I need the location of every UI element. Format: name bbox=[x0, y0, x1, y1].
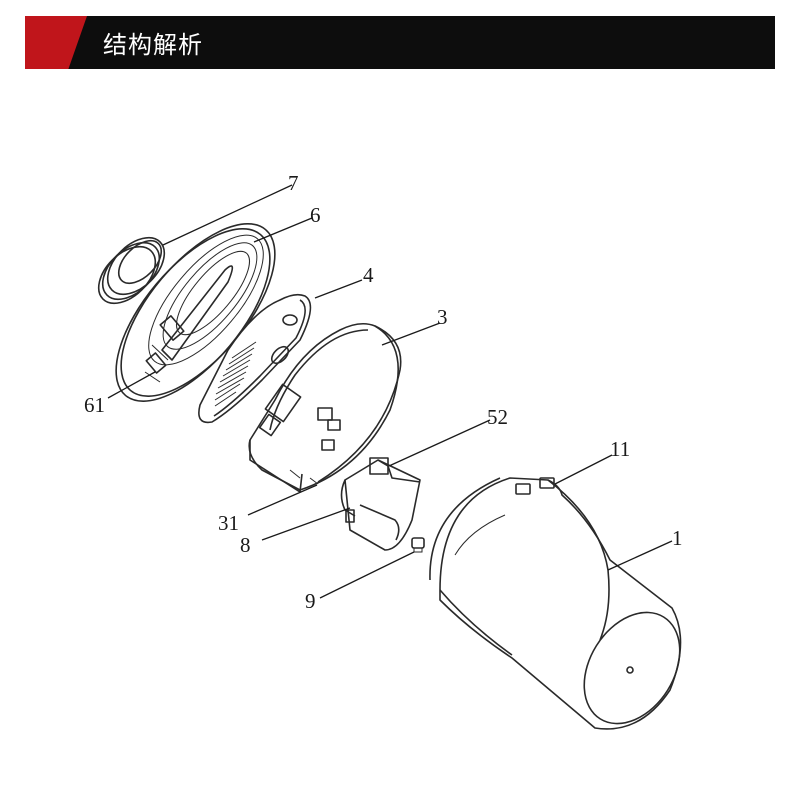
callout-4: 4 bbox=[363, 263, 374, 287]
part-4-mesh-plate bbox=[198, 293, 312, 424]
callout-3: 3 bbox=[437, 305, 448, 329]
callout-labels: 7 6 4 3 52 11 1 61 31 8 9 bbox=[84, 171, 683, 613]
part-52-connector bbox=[340, 457, 421, 551]
callout-7: 7 bbox=[288, 171, 299, 195]
leader-lines bbox=[107, 184, 673, 599]
part-9-screw bbox=[411, 537, 425, 553]
callout-1: 1 bbox=[672, 526, 683, 550]
callout-9: 9 bbox=[305, 589, 316, 613]
part-3-housing-ring bbox=[248, 322, 402, 493]
callout-11: 11 bbox=[610, 437, 630, 461]
section-title: 结构解析 bbox=[103, 31, 203, 59]
callout-31: 31 bbox=[218, 511, 239, 535]
callout-52: 52 bbox=[487, 405, 508, 429]
part-1-main-body bbox=[429, 477, 682, 730]
callout-6: 6 bbox=[310, 203, 321, 227]
section-header: 结构解析 bbox=[25, 16, 775, 69]
part-7-ring bbox=[97, 236, 166, 305]
callout-61: 61 bbox=[84, 393, 105, 417]
callout-8: 8 bbox=[240, 533, 251, 557]
